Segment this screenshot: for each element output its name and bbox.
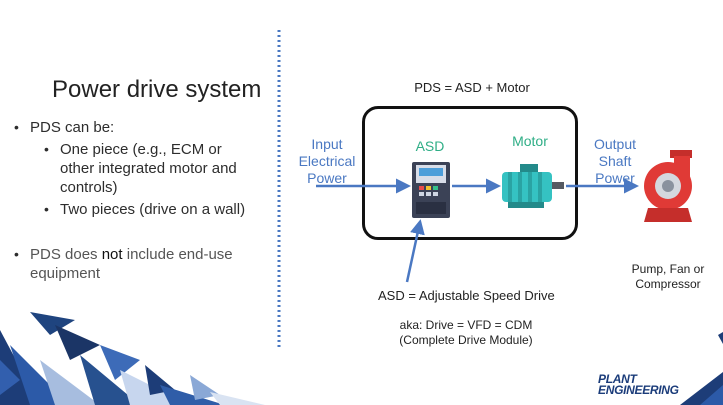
- output-power-label: Output Shaft Power: [582, 136, 648, 187]
- aka-note: aka: Drive = VFD = CDM (Complete Drive M…: [393, 318, 539, 348]
- input-power-label: Input Electrical Power: [292, 136, 362, 187]
- pds-equation: PDS = ASD + Motor: [414, 80, 530, 95]
- sub-bullet-one-piece: One piece (e.g., ECM or other integrated…: [44, 140, 260, 197]
- sub-bullet-list: One piece (e.g., ECM or other integrated…: [0, 140, 237, 197]
- bullet-pds-does-not: PDS does not include end-use equipment: [14, 245, 255, 283]
- aka-line1: aka: Drive = VFD = CDM: [399, 318, 533, 332]
- sub-bullet-two-pieces: Two pieces (drive on a wall): [44, 200, 245, 219]
- motor-label: Motor: [512, 133, 548, 149]
- input-label-line2: Electrical: [298, 153, 356, 169]
- load-label-line1: Pump, Fan or: [631, 262, 705, 276]
- asd-pointer-arrow: [405, 219, 425, 283]
- bullet-text-not: not: [101, 246, 123, 263]
- bullet-list-2: PDS does not include end-use equipment: [0, 245, 240, 283]
- pds-box: [362, 106, 578, 240]
- plant-engineering-logo: PLANT ENGINEERING: [598, 372, 679, 397]
- sub-bullet-list-2: Two pieces (drive on a wall): [0, 200, 245, 219]
- output-label-line1: Output: [593, 136, 637, 152]
- decorative-triangles-right: [680, 332, 723, 405]
- logo-line2: ENGINEERING: [598, 383, 679, 397]
- input-label-line1: Input: [311, 136, 343, 152]
- aka-line2: (Complete Drive Module): [399, 333, 533, 347]
- bullet-text-pre: PDS does: [30, 246, 102, 263]
- bullet-list: PDS can be:: [0, 118, 114, 137]
- output-label-line2: Shaft: [598, 153, 632, 169]
- slide-title: Power drive system: [52, 76, 262, 103]
- bullet-text-post: include end-use equipment: [30, 246, 233, 282]
- decorative-triangles: [0, 312, 265, 405]
- vertical-divider: [277, 30, 281, 348]
- input-label-line3: Power: [307, 170, 347, 186]
- motor-icon: [502, 164, 564, 208]
- logo-line1: PLANT: [598, 372, 637, 386]
- drive-icon: [412, 162, 450, 218]
- load-label: Pump, Fan or Compressor: [628, 262, 708, 292]
- asd-label: ASD: [415, 138, 445, 154]
- bullet-pds-can-be: PDS can be:: [14, 118, 114, 137]
- pump-icon: [644, 150, 692, 222]
- load-label-line2: Compressor: [635, 277, 701, 291]
- asd-definition: ASD = Adjustable Speed Drive: [378, 288, 555, 303]
